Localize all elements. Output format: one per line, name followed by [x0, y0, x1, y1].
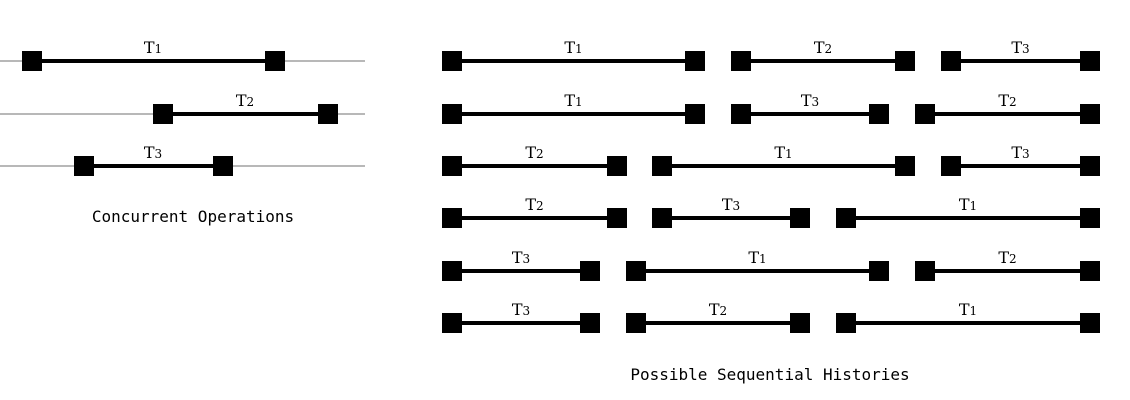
op-end-marker: [790, 313, 810, 333]
concurrent-op-t1: T1: [22, 38, 285, 71]
op-end-marker: [1080, 313, 1100, 333]
op-label: T1: [144, 38, 162, 57]
history-op-t2: T2: [915, 91, 1100, 124]
op-end-marker: [607, 156, 627, 176]
history-op-t2: T2: [731, 38, 915, 71]
op-label: T1: [959, 195, 977, 214]
concurrent-op-t2: T2: [153, 91, 338, 124]
history-op-t2: T2: [626, 300, 810, 333]
op-label: T2: [525, 143, 543, 162]
op-end-marker: [869, 261, 889, 281]
op-start-marker: [442, 313, 462, 333]
op-label: T3: [722, 195, 740, 214]
op-label: T1: [748, 248, 766, 267]
op-label: T2: [998, 91, 1016, 110]
op-end-marker: [685, 51, 705, 71]
op-start-marker: [941, 51, 961, 71]
op-end-marker: [790, 208, 810, 228]
history-op-t1: T1: [836, 195, 1100, 228]
op-start-marker: [836, 313, 856, 333]
op-end-marker: [685, 104, 705, 124]
op-label: T1: [959, 300, 977, 319]
op-label: T2: [709, 300, 727, 319]
op-start-marker: [915, 261, 935, 281]
op-label: T2: [236, 91, 254, 110]
op-label: T1: [564, 91, 582, 110]
op-end-marker: [895, 156, 915, 176]
op-start-marker: [731, 51, 751, 71]
op-end-marker: [869, 104, 889, 124]
op-start-marker: [626, 313, 646, 333]
history-op-t1: T1: [626, 248, 889, 281]
concurrent-op-t3: T3: [74, 143, 233, 176]
concurrent-caption: Concurrent Operations: [92, 207, 294, 226]
history-op-t3: T3: [731, 91, 889, 124]
history-row-2: T1 T3 T2: [442, 91, 1100, 124]
op-end-marker: [1080, 261, 1100, 281]
op-label: T3: [512, 300, 530, 319]
history-op-t3: T3: [941, 38, 1100, 71]
history-op-t3: T3: [652, 195, 810, 228]
op-label: T3: [1011, 143, 1029, 162]
op-start-marker: [153, 104, 173, 124]
op-end-marker: [895, 51, 915, 71]
history-op-t3: T3: [442, 300, 600, 333]
history-op-t1: T1: [652, 143, 915, 176]
op-start-marker: [22, 51, 42, 71]
op-end-marker: [318, 104, 338, 124]
op-end-marker: [607, 208, 627, 228]
history-row-6: T3 T2 T1: [442, 300, 1100, 333]
history-row-4: T2 T3 T1: [442, 195, 1100, 228]
op-start-marker: [442, 156, 462, 176]
op-start-marker: [941, 156, 961, 176]
history-op-t2: T2: [915, 248, 1100, 281]
op-label: T3: [144, 143, 162, 162]
op-start-marker: [652, 156, 672, 176]
history-op-t1: T1: [442, 91, 705, 124]
history-op-t3: T3: [442, 248, 600, 281]
history-op-t3: T3: [941, 143, 1100, 176]
op-end-marker: [580, 261, 600, 281]
history-row-3: T2 T1 T3: [442, 143, 1100, 176]
op-end-marker: [1080, 208, 1100, 228]
op-start-marker: [442, 104, 462, 124]
op-start-marker: [626, 261, 646, 281]
op-end-marker: [580, 313, 600, 333]
op-start-marker: [836, 208, 856, 228]
op-start-marker: [731, 104, 751, 124]
op-end-marker: [265, 51, 285, 71]
concurrent-operations-group: T1 T2 T3 Concurrent Operations: [0, 38, 365, 226]
history-op-t2: T2: [442, 143, 627, 176]
op-label: T2: [814, 38, 832, 57]
op-end-marker: [1080, 156, 1100, 176]
op-start-marker: [652, 208, 672, 228]
op-label: T3: [512, 248, 530, 267]
op-label: T2: [525, 195, 543, 214]
op-start-marker: [915, 104, 935, 124]
op-start-marker: [442, 208, 462, 228]
op-end-marker: [213, 156, 233, 176]
history-op-t1: T1: [836, 300, 1100, 333]
history-op-t1: T1: [442, 38, 705, 71]
op-end-marker: [1080, 51, 1100, 71]
history-row-1: T1 T2 T3: [442, 38, 1100, 71]
op-label: T2: [998, 248, 1016, 267]
op-start-marker: [442, 261, 462, 281]
history-row-5: T3 T1 T2: [442, 248, 1100, 281]
op-start-marker: [442, 51, 462, 71]
op-label: T3: [1011, 38, 1029, 57]
op-label: T1: [564, 38, 582, 57]
op-label: T3: [801, 91, 819, 110]
op-end-marker: [1080, 104, 1100, 124]
op-start-marker: [74, 156, 94, 176]
sequential-caption: Possible Sequential Histories: [630, 365, 909, 384]
history-op-t2: T2: [442, 195, 627, 228]
op-label: T1: [774, 143, 792, 162]
